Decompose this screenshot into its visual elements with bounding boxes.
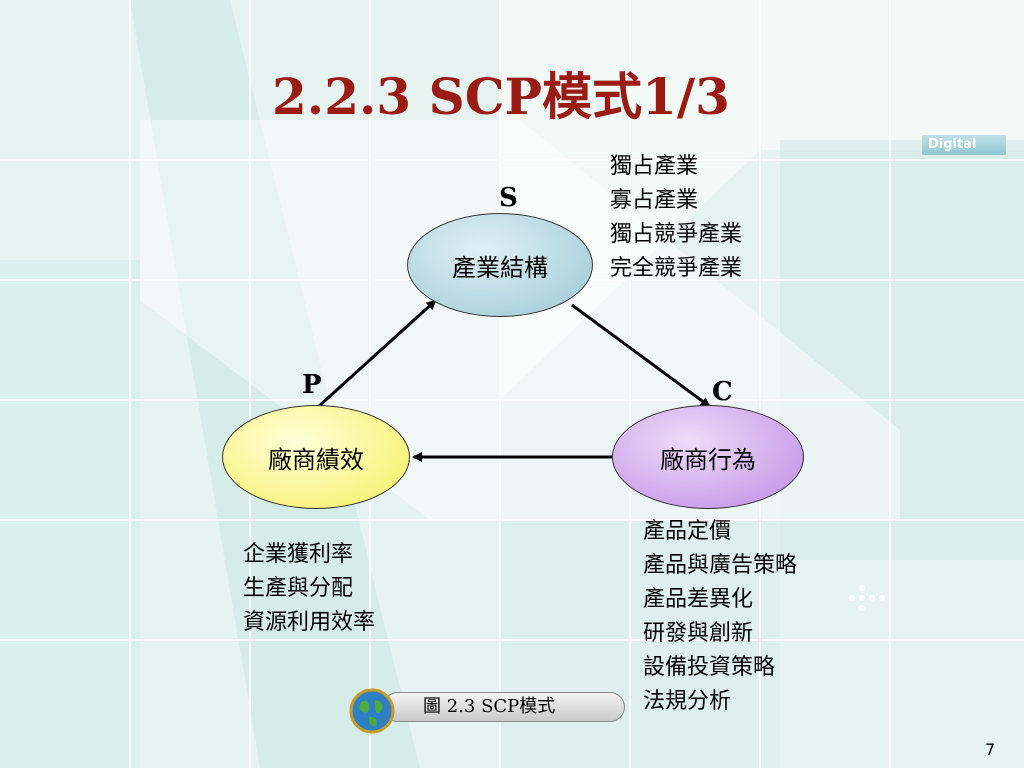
performance-list: 企業獲利率 生產與分配 資源利用效率 bbox=[243, 538, 375, 640]
node-industry-structure-label: 產業結構 bbox=[452, 253, 548, 282]
node-firm-performance-label: 廠商績效 bbox=[268, 445, 364, 474]
list-item: 產品定價 bbox=[643, 519, 732, 544]
letter-c: C bbox=[712, 377, 733, 407]
globe-icon bbox=[349, 688, 395, 734]
figure-caption: 圖 2.3 SCP模式 bbox=[343, 688, 628, 734]
list-item: 產品與廣告策略 bbox=[643, 553, 798, 578]
list-item: 研發與創新 bbox=[643, 621, 754, 646]
caption-text: 圖 2.3 SCP模式 bbox=[423, 696, 556, 717]
list-item: 資源利用效率 bbox=[243, 610, 376, 635]
node-firm-conduct: 廠商行為 bbox=[612, 405, 804, 509]
list-item: 獨占產業 bbox=[610, 154, 699, 179]
list-item: 企業獲利率 bbox=[243, 542, 354, 567]
node-industry-structure: 產業結構 bbox=[407, 213, 593, 317]
list-item: 產品差異化 bbox=[643, 587, 754, 612]
arrow-s-to-c bbox=[571, 303, 711, 408]
list-item: 設備投資策略 bbox=[643, 655, 776, 680]
arrow-p-to-s bbox=[316, 299, 437, 409]
letter-s: S bbox=[499, 183, 518, 213]
node-firm-performance: 廠商績效 bbox=[222, 405, 410, 509]
page-number: 7 bbox=[985, 740, 996, 759]
list-item: 生產與分配 bbox=[243, 576, 354, 601]
digital-badge: Digital bbox=[922, 135, 1006, 155]
list-item: 法規分析 bbox=[643, 689, 732, 714]
conduct-list: 產品定價 產品與廣告策略 產品差異化 研發與創新 設備投資策略 法規分析 bbox=[643, 515, 797, 719]
list-item: 獨占競爭產業 bbox=[610, 222, 743, 247]
slide-title: 2.2.3 SCP模式1/3 bbox=[272, 67, 730, 126]
caption-bar bbox=[383, 692, 625, 722]
list-item: 完全競爭產業 bbox=[610, 256, 743, 281]
list-item: 寡占產業 bbox=[610, 188, 699, 213]
structure-list: 獨占產業 寡占產業 獨占競爭產業 完全競爭產業 bbox=[610, 150, 742, 286]
node-firm-conduct-label: 廠商行為 bbox=[660, 445, 756, 474]
letter-p: P bbox=[302, 370, 322, 400]
